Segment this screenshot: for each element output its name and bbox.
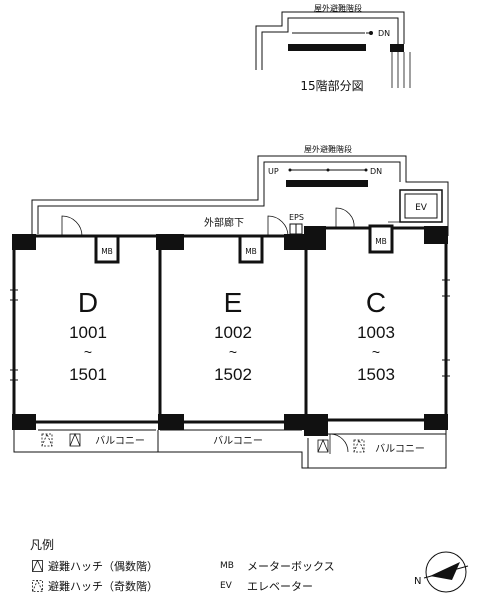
legend-item-mb: MB メーターボックス — [220, 558, 335, 574]
partial-stair-label: 屋外避難階段 — [314, 3, 362, 13]
legend-title: 凡例 — [30, 538, 55, 552]
mb-boxes — [94, 224, 394, 264]
unit-last-number: 1502 — [214, 365, 252, 384]
main-outline — [13, 155, 449, 469]
unit-first-number: 1003 — [357, 323, 395, 342]
unit-c-label: C 1003 ~ 1503 — [357, 287, 395, 384]
unit-letter: D — [78, 287, 98, 318]
dn-label: DN — [370, 167, 382, 176]
doors — [61, 207, 401, 454]
legend-code: EV — [220, 581, 232, 591]
unit-range-tilde: ~ — [372, 344, 380, 360]
legend-text: 避難ハッチ（偶数階） — [48, 560, 158, 573]
unit-last-number: 1501 — [69, 365, 107, 384]
unit-letter: E — [224, 287, 243, 318]
mb-label-c: MB — [375, 237, 387, 246]
unit-walls — [12, 226, 448, 424]
unit-range-tilde: ~ — [229, 344, 237, 360]
compass-label: N — [414, 576, 421, 587]
partial-dn-label: DN — [378, 29, 390, 38]
unit-first-number: 1002 — [214, 323, 252, 342]
hatch-odd-icon — [32, 580, 43, 592]
main-stair-label: 屋外避難階段 — [304, 144, 352, 154]
structural-columns — [12, 226, 448, 436]
window-marks — [10, 279, 450, 381]
unit-last-number: 1503 — [357, 365, 395, 384]
legend-item-ev: EV エレベーター — [220, 578, 313, 594]
balcony-label-e: バルコニー — [213, 435, 263, 447]
legend: 凡例 避難ハッチ（偶数階） 避難ハッチ（奇数階） MB メーターボックス EV … — [30, 536, 460, 596]
ev-label: EV — [415, 203, 428, 213]
legend-text: 避難ハッチ（奇数階） — [48, 580, 158, 593]
mb-label-e: MB — [245, 247, 257, 256]
balcony-label-d: バルコニー — [95, 435, 145, 447]
legend-code: MB — [220, 561, 234, 571]
unit-letter: C — [366, 287, 386, 318]
eps-label: EPS — [289, 213, 304, 222]
unit-first-number: 1001 — [69, 323, 107, 342]
unit-range-tilde: ~ — [84, 344, 92, 360]
unit-e-label: E 1002 ~ 1502 — [214, 287, 252, 384]
partial-plan — [255, 11, 411, 88]
partial-plan-title: 15階部分図 — [300, 78, 363, 93]
compass-icon: N — [414, 551, 469, 593]
hatch-symbols — [41, 432, 365, 453]
balcony-label-c: バルコニー — [375, 443, 425, 455]
hatch-even-icon — [32, 560, 43, 572]
legend-text: メーターボックス — [247, 560, 335, 573]
unit-d-label: D 1001 ~ 1501 — [69, 287, 107, 384]
up-label: UP — [268, 167, 279, 176]
mb-label-d: MB — [101, 247, 113, 256]
legend-text: エレベーター — [247, 580, 313, 593]
corridor-label: 外部廊下 — [204, 216, 244, 229]
legend-item-hatch-odd: 避難ハッチ（奇数階） — [32, 578, 158, 594]
legend-item-hatch-even: 避難ハッチ（偶数階） — [32, 558, 158, 574]
stair-hatch — [286, 180, 368, 187]
